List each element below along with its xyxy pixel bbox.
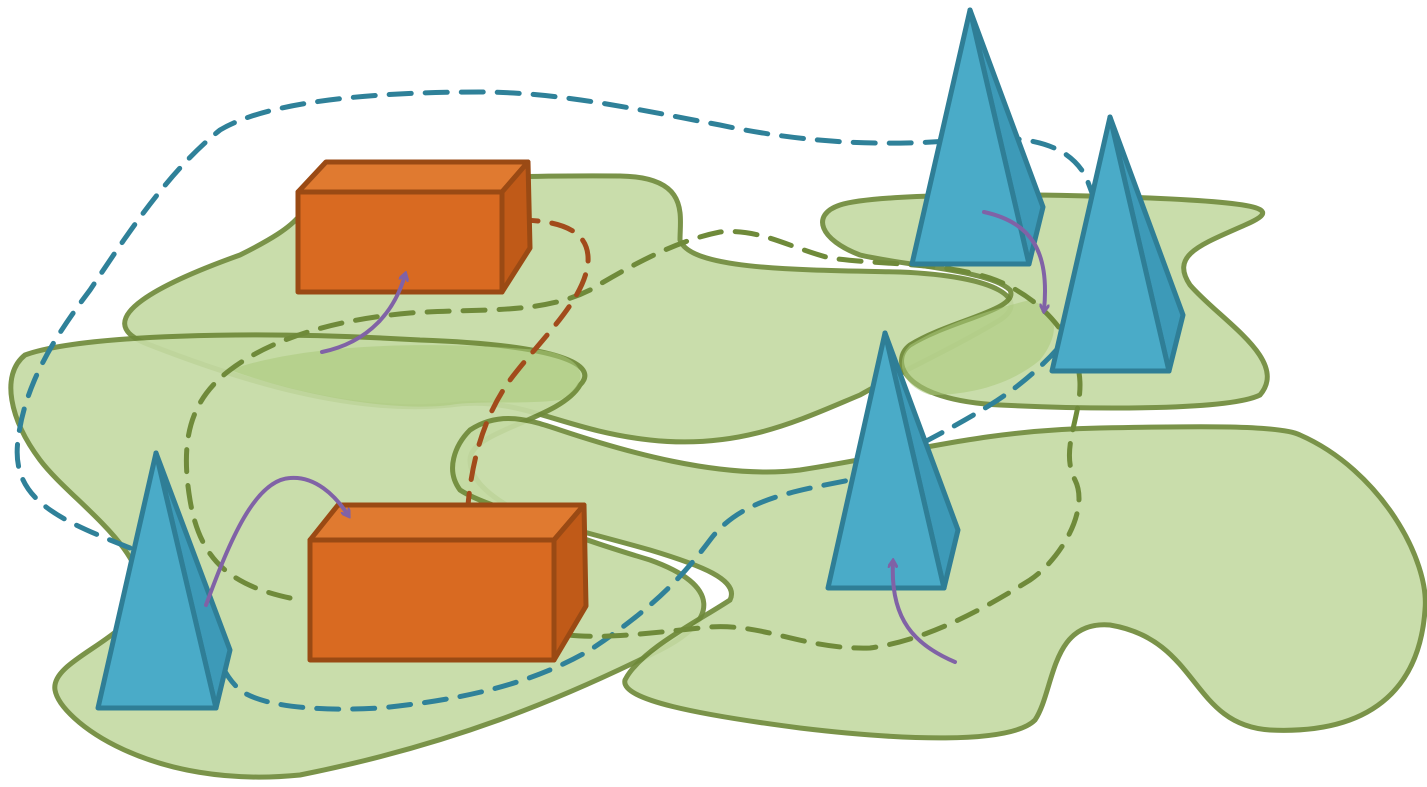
path-green-dashed [183,228,1083,651]
pyramids-group [95,7,1186,711]
box-upper-top [295,159,531,195]
paths-group [14,89,1105,712]
pyramid-center-face [825,330,947,591]
arrows-group [204,210,1045,664]
box-lower-front [307,537,557,663]
boxes-group [295,159,589,663]
pyramid-top-right-front-face [1049,114,1172,374]
arrow-center-pyramid [893,562,957,664]
box-upper-front [295,189,505,295]
box-upper [295,159,533,295]
arrow-top-right [982,210,1045,310]
arrow-lower-box [204,475,348,607]
region-overlap-left [230,345,581,407]
box-lower [307,502,589,663]
path-rust-dashed [464,217,591,523]
pyramid-left-face [95,450,219,711]
pyramid-top-right-back [909,7,1046,267]
region-overlap-right [901,300,1054,395]
arrow-upper-box [320,275,405,354]
pyramid-center [825,330,961,591]
box-lower-top [307,502,587,543]
pyramid-left [95,450,233,711]
pyramid-top-right-front [1049,114,1186,374]
pyramid-top-right-back-face [909,7,1032,267]
